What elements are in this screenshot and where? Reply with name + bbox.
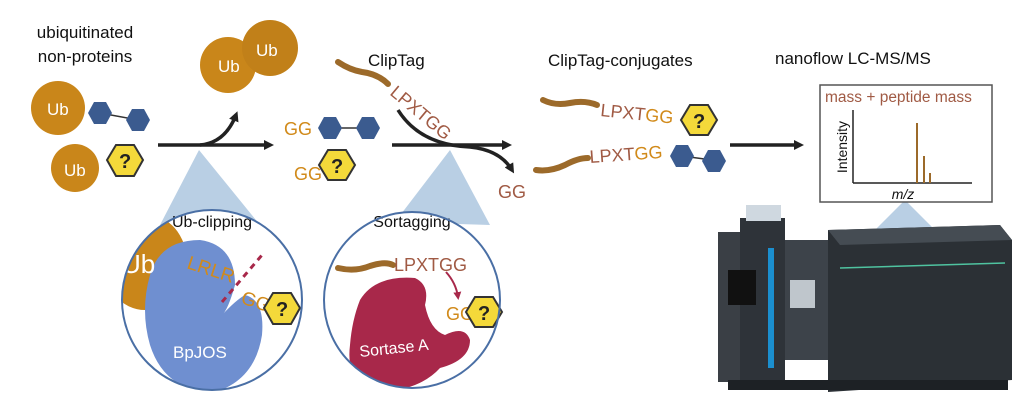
svg-text:?: ? [693,111,705,133]
ub-glycan-conjugate: Ub [31,81,150,135]
spectrum-ylabel: Intensity [834,121,850,173]
svg-text:LPXTGG: LPXTGG [394,255,467,275]
label-ubiquitinated: ubiquitinated [37,23,133,42]
zoom-cone-sortagging [395,150,490,225]
svg-text:LPXTGG: LPXTGG [600,100,675,128]
ub-label: Ub [64,161,86,180]
cliptag-peptide [335,59,391,87]
inset-ub-clipping: Ub LRLR GG ? BpJOS Ub-clipping [121,209,303,391]
ub-label: Ub [47,100,69,119]
glycan-hexagon [670,145,694,167]
label-non-proteins: non-proteins [38,47,133,66]
spectrum-title: mass + peptide mass [825,89,972,106]
solvent-bottles [746,205,781,221]
svg-text:Ub: Ub [218,57,240,76]
cliptag-conjugate-unknown: LPXTGG ? [540,97,719,136]
svg-text:?: ? [276,299,288,321]
lcms-instrument [718,205,1012,392]
ubiquitin-blob [242,20,298,76]
arrow-ub-release [199,111,239,147]
label-cliptag-conjugates: ClipTag-conjugates [548,51,693,70]
svg-text:?: ? [478,303,490,325]
arrow-gg-release [396,109,515,174]
inset-title-ub-clipping: Ub-clipping [172,214,252,231]
glycan-hexagon [318,117,342,139]
unknown-hexagon [679,104,719,136]
svg-text:?: ? [331,156,343,178]
unknown-hexagon [105,144,145,177]
ms-spectrum-panel: mass + peptide mass Intensity m/z [819,84,993,203]
unknown-hexagon [317,149,357,181]
unknown-hexagon [262,292,302,325]
glycan-hexagon [126,109,150,131]
sortase-a-enzyme [349,277,470,388]
svg-text:LPXTGG: LPXTGG [589,142,663,167]
glycan-hexagon [702,150,726,172]
svg-text:?: ? [119,151,131,173]
svg-text:GG: GG [284,119,312,139]
ub-unknown-conjugate: Ub ? [51,144,145,192]
released-gg: GG [498,182,526,202]
spectrum-xlabel: m/z [892,186,915,202]
ubiquitin-blob [200,37,256,93]
glycan-hexagon [88,102,112,124]
gg-unknown: GG ? [294,149,357,184]
cliptag-conjugate-glycan: LPXTGG [533,142,726,174]
zoom-cone-ub-clipping [160,150,260,225]
released-ubiquitin: Ub Ub [200,20,298,93]
inset-sortagging: LPXTGG GG ? Sortase A Sortagging [323,211,504,389]
ubiquitin-blob [51,144,99,192]
svg-text:GG: GG [294,164,322,184]
bpjos-enzyme [145,240,263,390]
glycan-hexagon [356,117,380,139]
svg-text:Ub: Ub [256,41,278,60]
transfer-arrow [445,271,462,300]
svg-text:Ub: Ub [122,249,155,279]
label-lcms: nanoflow LC-MS/MS [775,49,931,68]
label-cliptag: ClipTag [368,51,425,70]
ubiquitin-blob [31,81,85,135]
unknown-hexagon [464,296,504,328]
enzyme-label-bpjos: BpJOS [173,343,227,362]
gg-glycan: GG [284,117,380,139]
inset-title-sortagging: Sortagging [373,214,450,231]
